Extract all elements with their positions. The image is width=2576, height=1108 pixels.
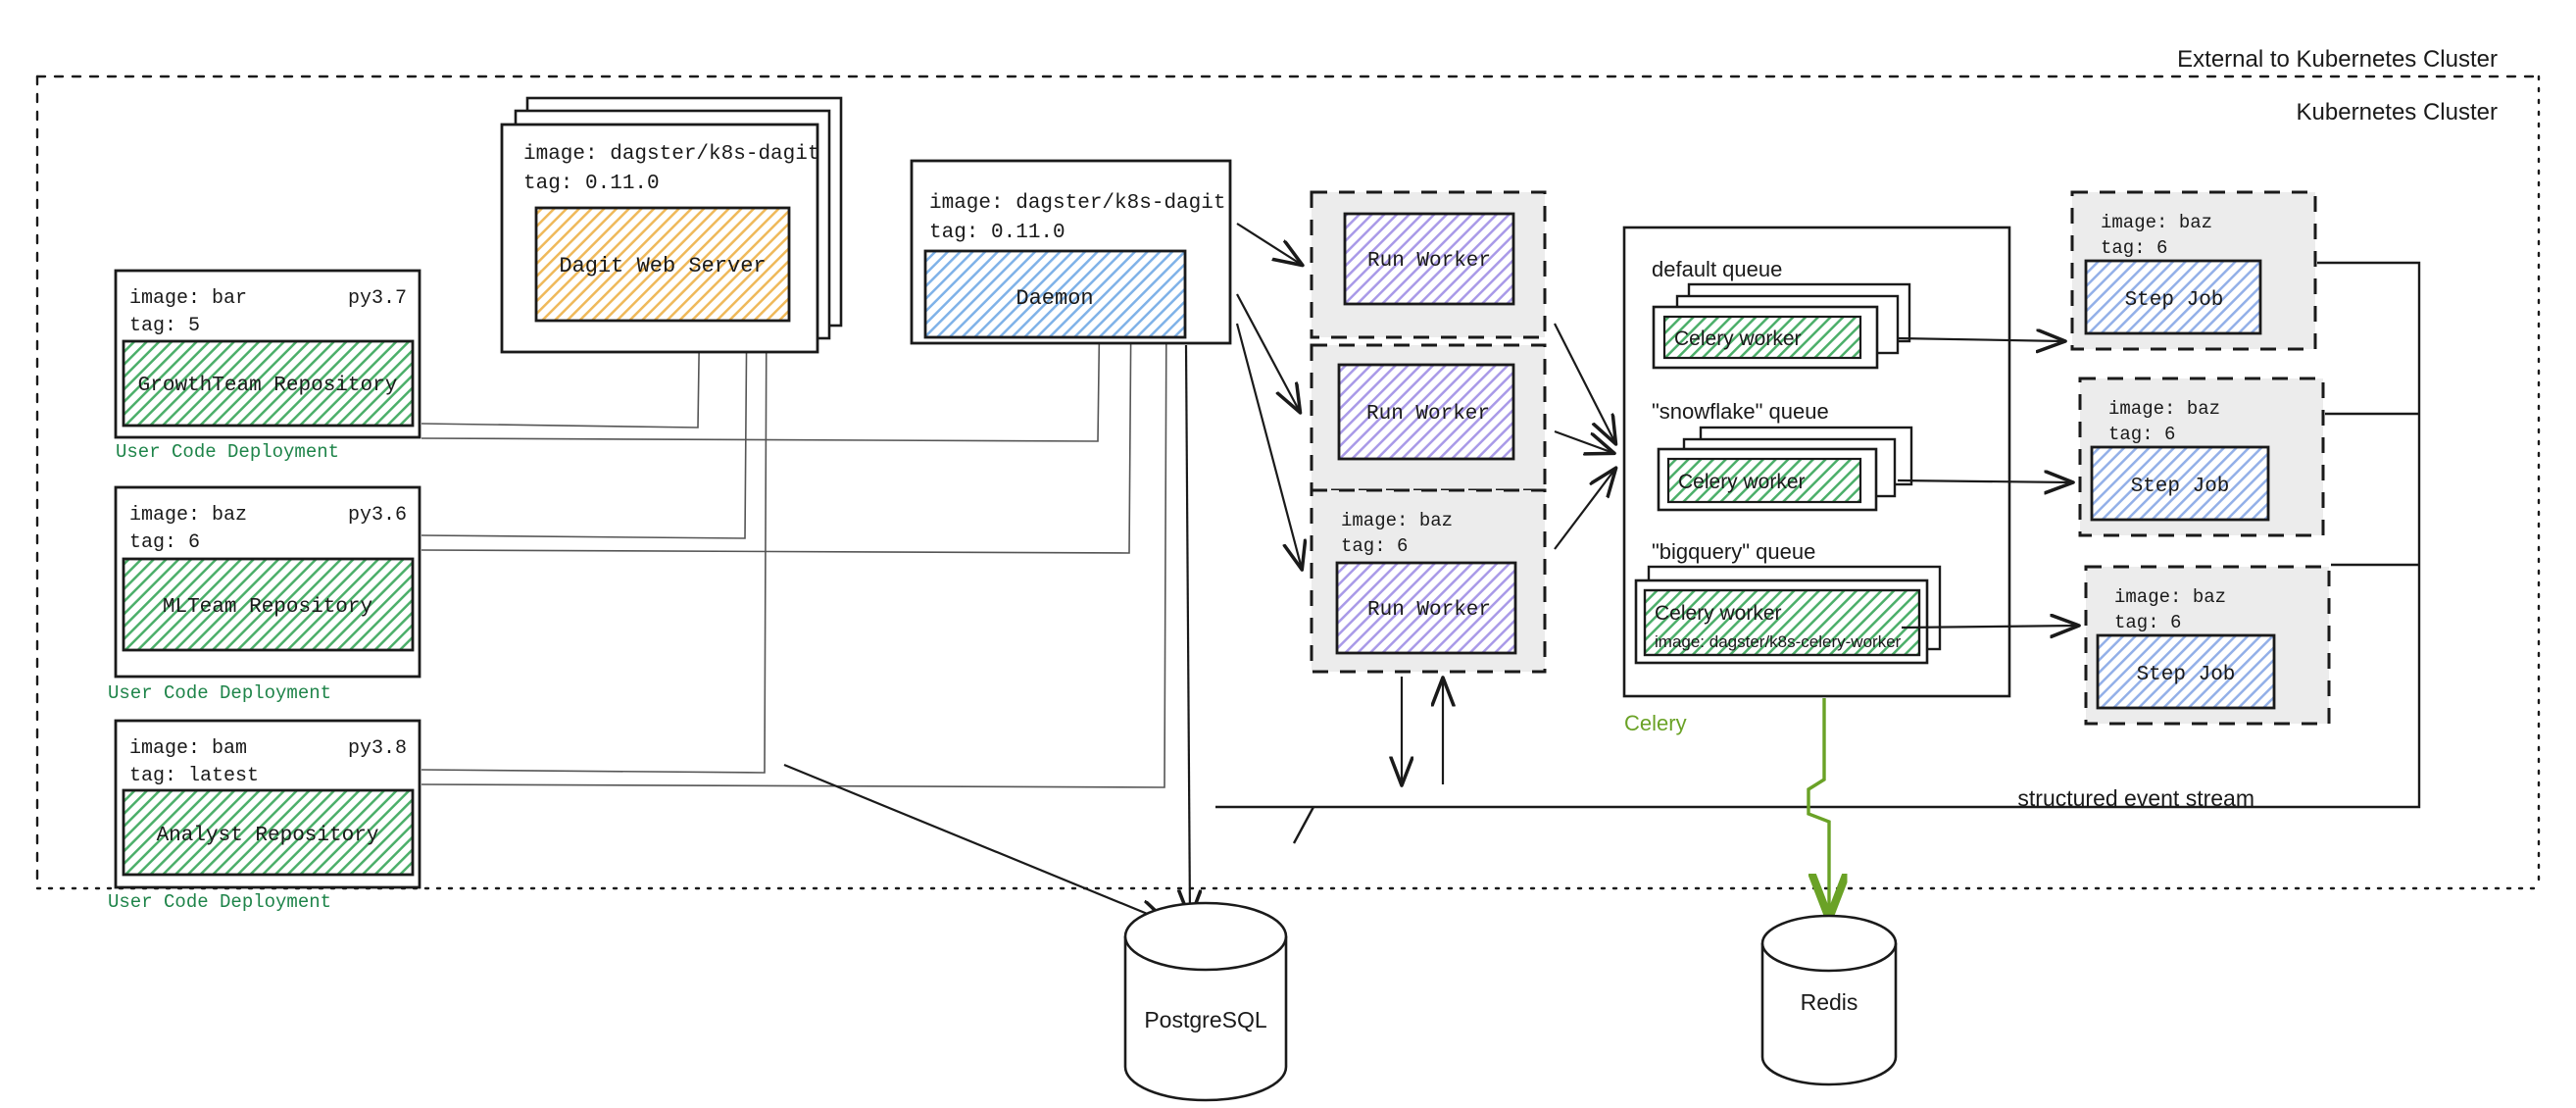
celery-queue-0-title: default queue bbox=[1652, 257, 1782, 281]
celery-queue-0-workers: Celery worker bbox=[1652, 282, 1911, 370]
ucd-1-tag-line: tag: 6 bbox=[129, 531, 200, 554]
run-worker-pod-2: Run Worker bbox=[1310, 343, 1547, 492]
user-code-deployment-analyst: image: bam py3.8 tag: latest Analyst Rep… bbox=[108, 719, 421, 913]
ucd-0-tag-line: tag: 5 bbox=[129, 315, 200, 337]
run-worker-2-image-line: image: baz bbox=[1341, 510, 1453, 531]
daemon-to-run-worker-arrows bbox=[1235, 223, 1302, 569]
structured-event-stream-label: structured event stream bbox=[2017, 785, 2254, 811]
step-job-pod-1: image: baz tag: 6 Step Job bbox=[2070, 190, 2317, 351]
step-job-0-image-line: image: baz bbox=[2101, 212, 2212, 233]
run-worker-2-tag-line: tag: 6 bbox=[1341, 535, 1408, 557]
step-job-group: image: baz tag: 6 Step Job image: baz ta… bbox=[2070, 190, 2331, 726]
structured-event-stream-bus bbox=[1215, 261, 2421, 844]
step-job-0-tag-line: tag: 6 bbox=[2101, 237, 2167, 259]
external-zone-label: External to Kubernetes Cluster bbox=[2177, 46, 2498, 73]
ucd-0-repo-label: GrowthTeam Repository bbox=[138, 375, 398, 397]
ucd-1-python-version: py3.6 bbox=[348, 504, 407, 527]
daemon-label: Daemon bbox=[1016, 286, 1093, 311]
run-worker-to-celery-arrows bbox=[1554, 323, 1615, 550]
ucd-1-repo-label: MLTeam Repository bbox=[163, 596, 372, 619]
celery-queue-2-workers: Celery worker image: dagster/k8s-celery-… bbox=[1634, 565, 1942, 665]
step-job-pod-2: image: baz tag: 6 Step Job bbox=[2078, 377, 2325, 537]
ucd-0-image-line: image: bar bbox=[129, 287, 247, 310]
ucd-1-image-line: image: baz bbox=[129, 504, 247, 527]
run-worker-2-label: Run Worker bbox=[1367, 599, 1491, 622]
run-worker-0-label: Run Worker bbox=[1367, 250, 1491, 273]
ucd-2-caption: User Code Deployment bbox=[108, 891, 331, 913]
postgresql-label: PostgreSQL bbox=[1144, 1007, 1266, 1032]
ucd-2-repo-label: Analyst Repository bbox=[157, 825, 379, 847]
ucd-2-tag-line: tag: latest bbox=[129, 765, 259, 787]
ucd-1-caption: User Code Deployment bbox=[108, 682, 331, 704]
dagit-web-server-stack: image: dagster/k8s-dagit tag: 0.11.0 Dag… bbox=[500, 96, 843, 354]
dagit-image-line: image: dagster/k8s-dagit bbox=[523, 143, 819, 166]
step-job-2-image-line: image: baz bbox=[2114, 586, 2226, 608]
step-job-1-image-line: image: baz bbox=[2108, 398, 2220, 420]
service-to-postgres-arrows bbox=[783, 344, 1190, 922]
celery-queue-2-worker-label: Celery worker bbox=[1655, 602, 1782, 625]
kubernetes-cluster-label: Kubernetes Cluster bbox=[2297, 99, 2498, 126]
step-job-pod-3: image: baz tag: 6 Step Job bbox=[2084, 565, 2331, 726]
postgresql-database: PostgreSQL bbox=[1123, 901, 1288, 1102]
run-worker-pod-3: image: baz tag: 6 Run Worker bbox=[1310, 488, 1547, 674]
step-job-1-tag-line: tag: 6 bbox=[2108, 424, 2175, 445]
celery-container: default queue Celery worker "snowflake" … bbox=[1622, 226, 2011, 735]
celery-queue-0-worker-label: Celery worker bbox=[1674, 327, 1802, 350]
celery-queue-2-worker-image: image: dagster/k8s-celery-worker bbox=[1655, 632, 1902, 651]
external-zone-boundary bbox=[35, 75, 2541, 890]
step-job-2-label: Step Job bbox=[2137, 664, 2236, 686]
celery-to-redis-arrow bbox=[1807, 698, 1829, 917]
step-job-1-label: Step Job bbox=[2131, 476, 2230, 498]
redis-label: Redis bbox=[1801, 989, 1858, 1015]
celery-queue-1-title: "snowflake" queue bbox=[1652, 399, 1829, 424]
ucd-0-caption: User Code Deployment bbox=[116, 441, 339, 463]
celery-queue-1-workers: Celery worker bbox=[1657, 426, 1913, 512]
celery-group-label: Celery bbox=[1624, 711, 1687, 735]
dagit-label: Dagit Web Server bbox=[559, 254, 766, 278]
run-worker-postgres-links bbox=[1402, 677, 1443, 784]
dagit-tag-line: tag: 0.11.0 bbox=[523, 173, 660, 195]
user-code-to-services-connectors bbox=[421, 293, 1167, 788]
run-worker-group: Run Worker Run Worker image: baz tag: 6 … bbox=[1310, 190, 1547, 674]
run-worker-pod-1: Run Worker bbox=[1310, 190, 1547, 339]
run-worker-1-label: Run Worker bbox=[1366, 403, 1490, 426]
celery-queue-1-worker-label: Celery worker bbox=[1678, 471, 1806, 493]
daemon-pod: image: dagster/k8s-dagit tag: 0.11.0 Dae… bbox=[910, 159, 1232, 345]
ucd-0-python-version: py3.7 bbox=[348, 287, 407, 310]
redis-database: Redis bbox=[1760, 914, 1898, 1086]
celery-queue-2-title: "bigquery" queue bbox=[1652, 539, 1815, 564]
step-job-0-label: Step Job bbox=[2125, 289, 2224, 312]
celery-to-step-job-arrows bbox=[1897, 338, 2078, 628]
daemon-tag-line: tag: 0.11.0 bbox=[929, 222, 1065, 244]
ucd-2-image-line: image: bam bbox=[129, 737, 247, 760]
daemon-image-line: image: dagster/k8s-dagit bbox=[929, 192, 1225, 215]
step-job-2-tag-line: tag: 6 bbox=[2114, 612, 2181, 633]
user-code-deployment-mlteam: image: baz py3.6 tag: 6 MLTeam Repositor… bbox=[108, 485, 421, 704]
user-code-deployment-growthteam: image: bar py3.7 tag: 5 GrowthTeam Repos… bbox=[114, 269, 421, 463]
ucd-2-python-version: py3.8 bbox=[348, 737, 407, 760]
